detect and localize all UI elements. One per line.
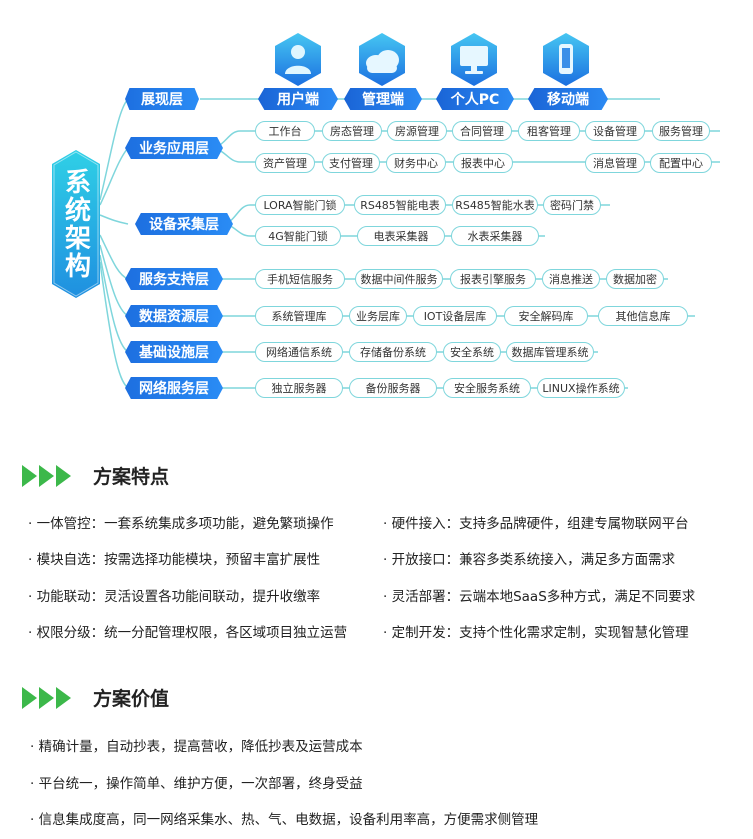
item-message-mgmt: 消息管理 [585,153,645,173]
architecture-diagram: 系统架构 用户端 管理端 个人PC 移动端 展现层 业务应用层 设备采集层 服务… [52,33,720,399]
layer-network-service: 网络服务层 [125,377,223,399]
layer-infrastructure: 基础设施层 [125,341,223,363]
feature-item: · 功能联动：灵活设置各功能间联动，提升收缴率 [28,589,321,605]
feature-item: · 模块自选：按需选择功能模块，预留丰富扩展性 [28,552,321,568]
item-dbms: 数据库管理系统 [506,342,594,362]
arrow-icon [39,686,54,709]
feature-item: · 定制开发：支持个性化需求定制，实现智慧化管理 [383,625,689,641]
value-item: · 平台统一，操作简单、维护方便，一次部署，终身受益 [30,776,363,792]
item-lora-lock: LORA智能门锁 [255,195,345,215]
arrow-icon [56,464,71,487]
item-report-engine: 报表引擎服务 [450,269,536,289]
item-network-comm: 网络通信系统 [255,342,343,362]
value-item: · 信息集成度高，同一网络采集水、热、气、电数据，设备利用率高，方便需求侧管理 [30,812,539,828]
feature-item: · 权限分级：统一分配管理权限，各区域项目独立运营 [28,625,348,641]
item-config-center: 配置中心 [650,153,712,173]
item-dedicated-server: 独立服务器 [255,378,343,398]
item-other-info-db: 其他信息库 [598,306,688,326]
value-item: · 精确计量，自动抄表，提高营收，降低抄表及运营成本 [30,739,363,755]
layer-device-collection: 设备采集层 [135,213,233,235]
terminal-mobile-label: 移动端 [528,88,608,110]
item-tenant-mgmt: 租客管理 [518,121,580,141]
item-sms-service: 手机短信服务 [255,269,345,289]
item-backup-server: 备份服务器 [349,378,437,398]
item-contract-mgmt: 合同管理 [452,121,512,141]
terminal-hexagons [275,33,589,86]
layer-business-app: 业务应用层 [125,137,223,159]
values-heading: 方案价值 [22,684,169,711]
user-hexagon [275,33,321,86]
item-4g-lock: 4G智能门锁 [255,226,341,246]
arrow-icon [22,464,37,487]
item-linux-os: LINUX操作系统 [537,378,625,398]
item-workbench: 工作台 [255,121,315,141]
item-push-message: 消息推送 [542,269,600,289]
item-data-encryption: 数据加密 [606,269,664,289]
item-storage-backup: 存储备份系统 [349,342,437,362]
arrow-icon [56,686,71,709]
item-payment-mgmt: 支付管理 [322,153,380,173]
feature-item: · 一体管控：一套系统集成多项功能，避免繁琐操作 [28,516,334,532]
item-business-db: 业务层库 [349,306,407,326]
item-password-access: 密码门禁 [543,195,601,215]
item-rs485-water-meter: RS485智能水表 [452,195,538,215]
item-security-service: 安全服务系统 [443,378,531,398]
item-asset-mgmt: 资产管理 [255,153,315,173]
item-report-center: 报表中心 [453,153,513,173]
item-electric-collector: 电表采集器 [357,226,445,246]
item-security-decode-db: 安全解码库 [504,306,588,326]
cloud-icon [366,50,399,73]
item-middleware-service: 数据中间件服务 [355,269,443,289]
root-hexagon [52,150,100,298]
item-finance-center: 财务中心 [386,153,446,173]
item-room-status: 房态管理 [322,121,382,141]
item-security-system: 安全系统 [443,342,501,362]
item-system-db: 系统管理库 [255,306,343,326]
feature-item: · 硬件接入：支持多品牌硬件，组建专属物联网平台 [383,516,689,532]
item-water-collector: 水表采集器 [451,226,539,246]
arrow-icon [39,464,54,487]
layer-data-resource: 数据资源层 [125,305,223,327]
features-title: 方案特点 [93,466,170,488]
feature-item: · 开放接口：兼容多类系统接入，满足多方面需求 [383,552,676,568]
features-heading: 方案特点 [22,462,169,489]
user-icon [285,45,311,74]
arrow-icon [22,686,37,709]
item-device-mgmt: 设备管理 [585,121,645,141]
terminal-admin-label: 管理端 [344,88,422,110]
item-service-mgmt: 服务管理 [652,121,710,141]
phone-icon [559,44,573,74]
feature-item: · 灵活部署：云端本地SaaS多种方式，满足不同要求 [383,589,696,605]
item-iot-db: IOT设备层库 [413,306,497,326]
layer-service-support: 服务支持层 [125,268,223,290]
item-listing-mgmt: 房源管理 [387,121,447,141]
item-rs485-electric-meter: RS485智能电表 [354,195,446,215]
monitor-icon [460,46,488,74]
terminal-user-label: 用户端 [258,88,338,110]
root-label: 系统架构 [60,168,91,280]
terminal-pc-label: 个人PC [436,88,514,110]
values-title: 方案价值 [93,688,170,710]
layer-presentation: 展现层 [125,88,199,110]
